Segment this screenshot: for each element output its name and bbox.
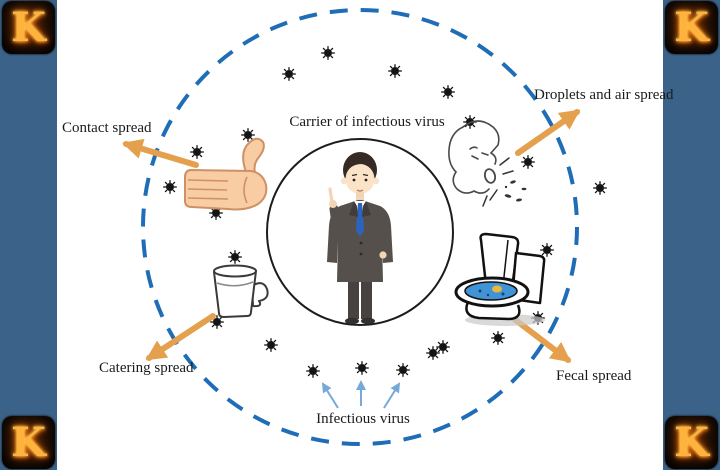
- contact-spread-label: Contact spread: [62, 120, 152, 136]
- carrier-circle: [266, 138, 454, 326]
- fiery-k-logo: K: [665, 416, 718, 469]
- coughing-face-icon: [448, 120, 527, 207]
- carrier-label: Carrier of infectious virus: [289, 114, 445, 130]
- left-accent-strip: [0, 0, 57, 470]
- catering-arrow: [145, 313, 216, 361]
- contact-arrow: [122, 138, 199, 168]
- droplets-arrow: [515, 109, 581, 156]
- right-accent-strip: [663, 0, 720, 470]
- logo-letter: K: [674, 418, 709, 466]
- open-hand-icon: [184, 137, 268, 211]
- logo-letter: K: [674, 3, 709, 51]
- dashed-boundary-circle: [141, 8, 579, 446]
- fecal-spread-label: Fecal spread: [556, 368, 632, 384]
- drinking-glass-icon: [213, 264, 269, 318]
- logo-letter: K: [11, 3, 46, 51]
- infectious-virus-label: Infectious virus: [316, 411, 410, 427]
- fiery-k-logo: K: [2, 1, 55, 54]
- logo-letter: K: [11, 418, 46, 466]
- man-in-suit-icon: [327, 152, 393, 325]
- fiery-k-logo: K: [665, 1, 718, 54]
- droplets-spread-label: Droplets and air spread: [534, 87, 674, 103]
- catering-spread-label: Catering spread: [99, 360, 194, 376]
- infectious-virus-pointers: [321, 380, 401, 409]
- toilet-icon: [454, 232, 546, 326]
- fiery-k-logo: K: [2, 416, 55, 469]
